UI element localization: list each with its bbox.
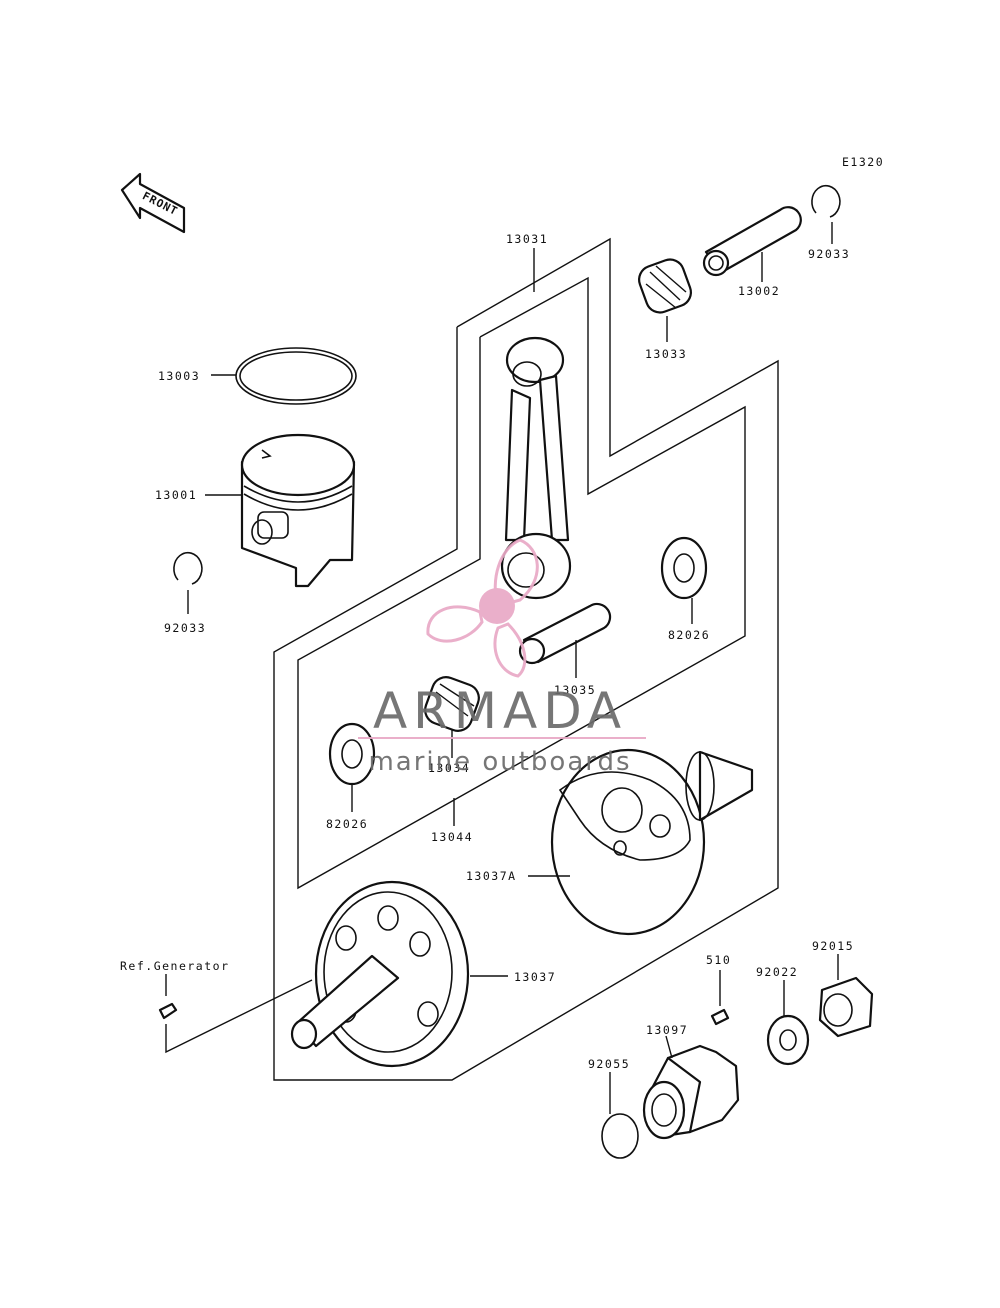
crank-pin: [518, 602, 612, 678]
watermark-brand: ARMADA: [373, 682, 627, 740]
thrust-washer-upper: [660, 536, 708, 624]
woodruff-key: [710, 970, 730, 1026]
label-13034: 13034: [428, 761, 470, 775]
small-end-bearing: [638, 258, 692, 342]
label-13037: 13037: [514, 970, 556, 984]
piston-ring: [211, 347, 357, 405]
crankshaft-half-left: [290, 880, 508, 1068]
armada-watermark: ARMADA marine outboards: [358, 538, 646, 777]
crankshaft-assembly-boundary: [273, 237, 779, 1081]
label-82026-upper: 82026: [668, 628, 710, 642]
label-13044: 13044: [431, 830, 473, 844]
label-ref-generator: Ref.Generator: [120, 959, 230, 973]
crankshaft-gear: [642, 1035, 740, 1140]
label-82026-lower: 82026: [326, 817, 368, 831]
label-92022: 92022: [756, 965, 798, 979]
label-13035: 13035: [554, 683, 596, 697]
circlip-left: [173, 551, 203, 614]
ref-generator-key: [158, 974, 313, 1054]
label-13001: 13001: [155, 488, 197, 502]
piston-pin: [702, 206, 802, 282]
diagram-code: E1320: [842, 155, 884, 169]
washer: [766, 980, 810, 1066]
label-510: 510: [706, 953, 731, 967]
label-13003: 13003: [158, 369, 200, 383]
label-13033: 13033: [645, 347, 687, 361]
front-arrow-icon: FRONT: [120, 172, 186, 234]
label-92015: 92015: [812, 939, 854, 953]
crankshaft-half-right: [528, 748, 754, 936]
o-ring: [601, 1072, 639, 1159]
label-13097: 13097: [646, 1023, 688, 1037]
circlip-right: [811, 184, 841, 244]
label-92055: 92055: [588, 1057, 630, 1071]
propeller-logo-icon: [426, 538, 539, 678]
label-13002: 13002: [738, 284, 780, 298]
label-13031: 13031: [506, 232, 548, 246]
label-92033-left: 92033: [164, 621, 206, 635]
label-92033-right: 92033: [808, 247, 850, 261]
label-13037a: 13037A: [466, 869, 517, 883]
piston: [205, 433, 356, 588]
watermark-tagline: marine outboards: [368, 747, 631, 777]
big-end-bearing: [424, 676, 480, 758]
flange-nut: [818, 954, 874, 1038]
